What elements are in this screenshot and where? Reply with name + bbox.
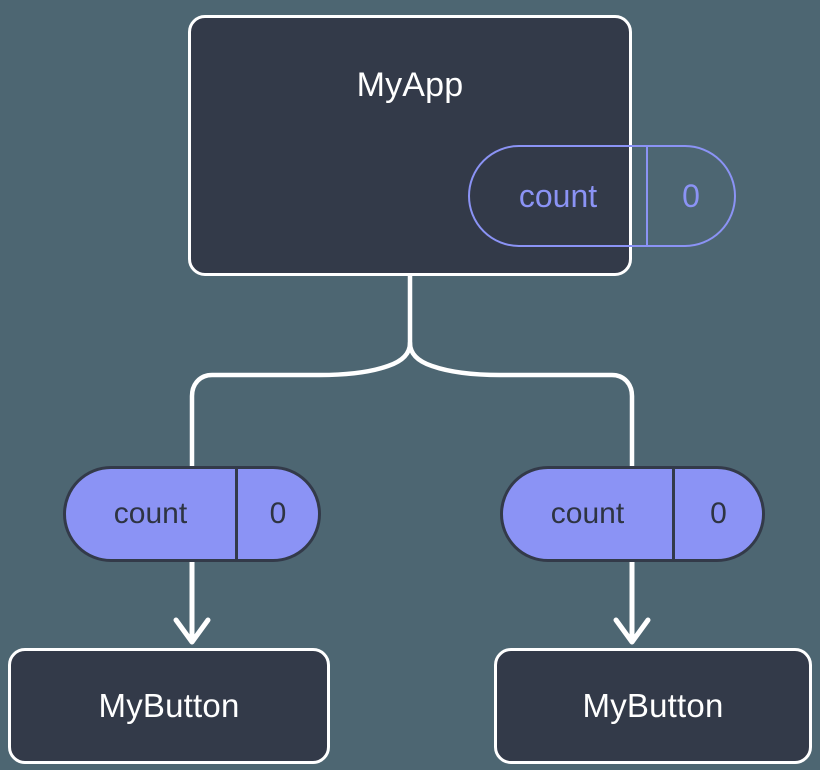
component-title-myapp: MyApp [356, 66, 464, 104]
state-pill-key: count [518, 177, 598, 214]
state-pill-myapp[interactable]: count 0 [468, 145, 736, 247]
state-pill-value: 0 [646, 147, 734, 245]
component-box-mybutton-left[interactable]: MyButton [8, 648, 330, 764]
prop-pill-right-value: 0 [672, 469, 762, 559]
component-box-myapp[interactable]: MyApp count 0 [188, 15, 736, 276]
component-title-mybutton-left: MyButton [98, 687, 240, 724]
prop-pill-left-value: 0 [235, 469, 318, 559]
prop-pill-right-key: count [550, 497, 625, 530]
prop-pill-right[interactable]: count 0 [500, 466, 765, 562]
prop-pill-left[interactable]: count 0 [63, 466, 321, 562]
component-title-mybutton-right: MyButton [582, 687, 724, 724]
prop-pill-left-key: count [113, 497, 188, 530]
component-box-mybutton-right[interactable]: MyButton [494, 648, 812, 764]
